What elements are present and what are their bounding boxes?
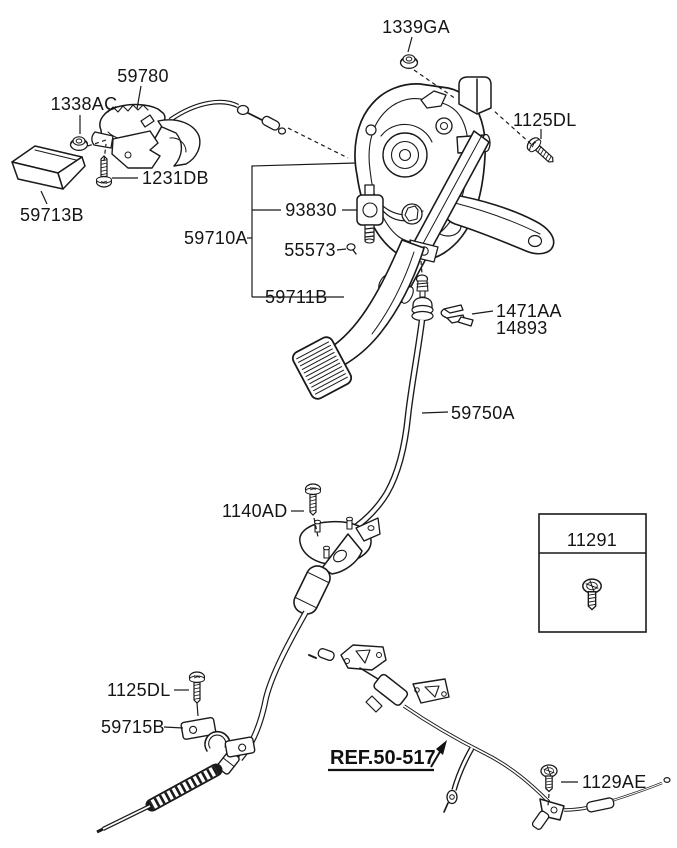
leader-59780-cable-dash [287, 127, 349, 159]
label-59715b: 59715B [101, 717, 165, 737]
leader-1125dl-top-dash [492, 109, 532, 145]
leader-1129ae-dash [547, 793, 550, 807]
leader-1339ga-dash [413, 69, 457, 100]
pedal-arm-drawing [291, 239, 425, 400]
screw-1125dl-top-drawing [524, 134, 559, 168]
label-59780: 59780 [117, 66, 169, 86]
part-93830-drawing [356, 184, 384, 244]
label-59750a: 59750A [451, 403, 515, 423]
cable-mounting-plate-drawing [299, 516, 381, 575]
leader-1125dl-screw [196, 702, 199, 717]
part-labels: 1339GA 59780 1338AC 1125DL 1231DB 59713B… [20, 17, 647, 792]
ref-arrowhead [436, 740, 447, 755]
bolt-1129ae-drawing [540, 764, 558, 793]
label-ref-50-517[interactable]: REF.50-517 [330, 747, 436, 769]
cover-59713b-drawing [11, 145, 86, 190]
leader-1339ga [407, 36, 413, 53]
leader-55573 [336, 248, 347, 251]
rear-cable-ref-drawing [308, 644, 671, 830]
leader-1140ad-dash [313, 517, 319, 538]
ref-arrow-shaft [430, 749, 442, 768]
leader-1471aa [471, 310, 494, 315]
label-1471aa: 1471AA [496, 301, 562, 321]
clamp-59715b-drawing [180, 716, 256, 758]
leader-1338ac-dash [87, 139, 107, 147]
label-59710a: 59710A [184, 228, 248, 248]
leader-59750a [421, 411, 449, 414]
screw-1140ad-drawing [304, 483, 322, 516]
inset-box-border [538, 513, 647, 633]
leader-lines [40, 36, 578, 807]
label-93830: 93830 [285, 200, 337, 220]
nut-1339ga-drawing [399, 54, 419, 69]
label-11291: 11291 [567, 530, 617, 550]
label-1129ae: 1129AE [582, 772, 647, 792]
label-14893: 14893 [496, 318, 548, 338]
release-handle-59780-drawing [91, 99, 287, 169]
leader-59713b [40, 190, 48, 205]
label-59711b: 59711B [265, 287, 328, 307]
bracket-59710a [251, 162, 357, 297]
label-1339ga: 1339GA [382, 17, 450, 37]
pin-55573-drawing [346, 243, 357, 255]
cable-end-adjuster-drawing [411, 274, 434, 322]
label-1125dl-top: 1125DL [513, 110, 577, 130]
clip-1471aa-drawing [440, 304, 474, 327]
label-55573: 55573 [284, 240, 336, 260]
label-59713b: 59713B [20, 205, 84, 225]
label-1338ac: 1338AC [51, 94, 118, 114]
screw-1125dl-bottom-drawing [188, 671, 206, 704]
nut-1338ac-drawing [69, 136, 89, 151]
leader-59780 [136, 85, 142, 110]
inset-box-11291 [538, 513, 647, 633]
leader-1231db-dash [103, 143, 107, 162]
leader-equalizer-to-adjuster [420, 260, 423, 275]
leader-59715b [163, 726, 184, 729]
label-1231db: 1231DB [142, 168, 209, 188]
label-1125dl-bottom: 1125DL [107, 680, 171, 700]
label-1140ad: 1140AD [222, 501, 288, 521]
cable-59750a-drawing [348, 319, 426, 534]
pedal-pad [291, 336, 353, 400]
